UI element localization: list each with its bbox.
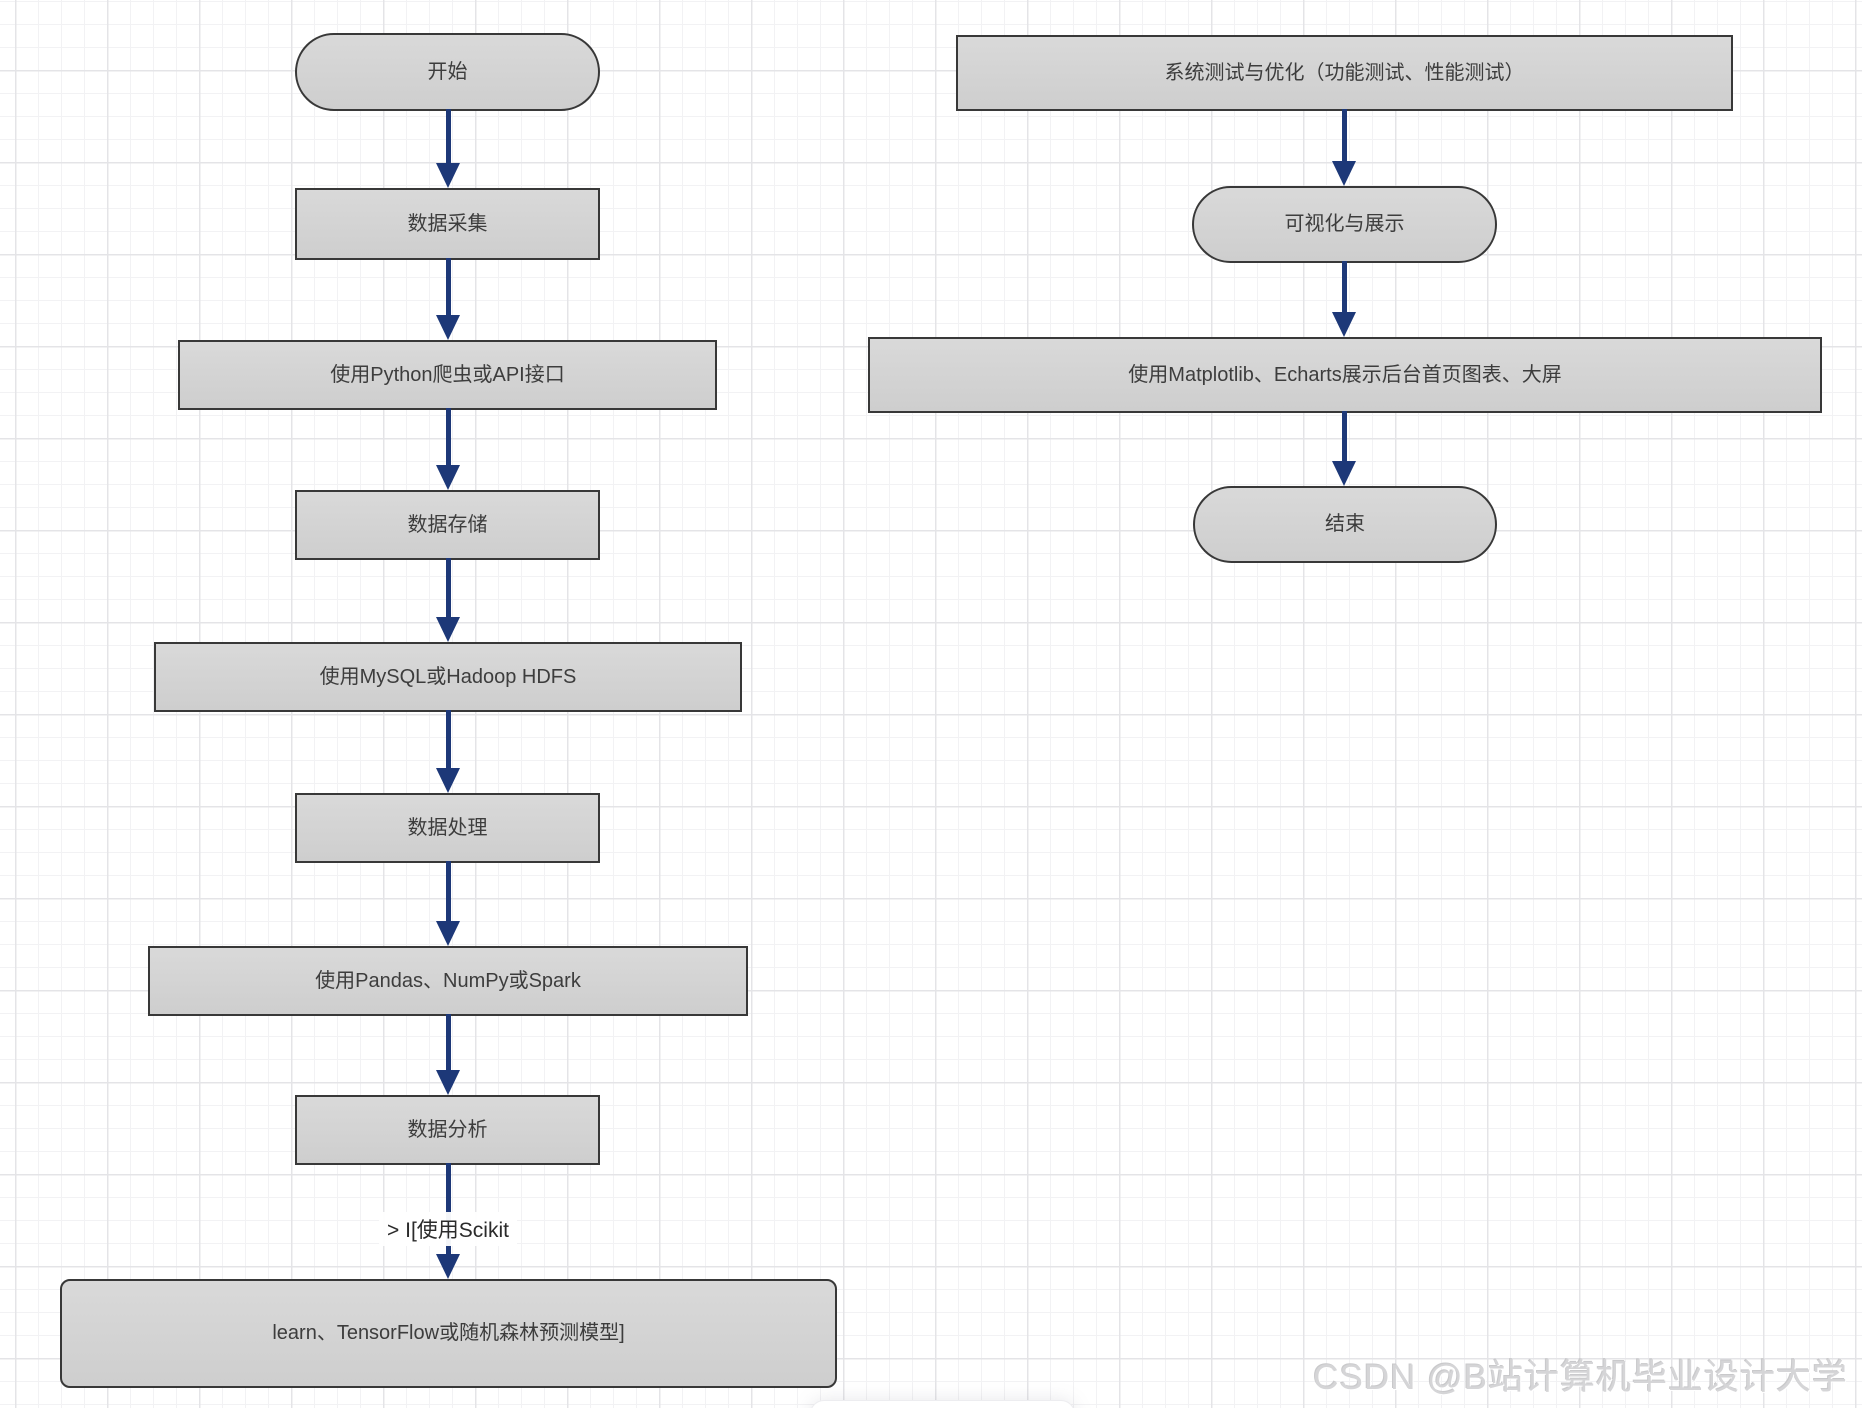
arrow-head-icon: [436, 163, 460, 188]
flow-node-end: 结束: [1193, 486, 1497, 563]
arrow-head-icon: [436, 1254, 460, 1279]
flow-node-data-analysis: 数据分析: [295, 1095, 600, 1165]
arrow-shaft: [445, 1163, 451, 1254]
flow-arrow: [435, 258, 461, 340]
flow-node-matplotlib-echarts: 使用Matplotlib、Echarts展示后台首页图表、大屏: [868, 337, 1822, 413]
flow-arrow: [1331, 109, 1357, 186]
arrow-shaft: [445, 408, 451, 465]
flow-arrow: [435, 558, 461, 642]
arrow-head-icon: [1332, 461, 1356, 486]
arrow-shaft: [1341, 411, 1347, 461]
arrow-head-icon: [436, 1070, 460, 1095]
flow-arrow: [435, 1014, 461, 1095]
flow-arrow: [1331, 411, 1357, 486]
flow-node-mysql-hadoop-hdfs: 使用MySQL或Hadoop HDFS: [154, 642, 742, 712]
flow-arrow: [1331, 261, 1357, 337]
arrow-head-icon: [436, 617, 460, 642]
arrow-head-icon: [436, 921, 460, 946]
arrow-shaft: [445, 1014, 451, 1070]
flow-node-start: 开始: [295, 33, 600, 111]
flow-node-system-test: 系统测试与优化（功能测试、性能测试）: [956, 35, 1733, 111]
arrow-shaft: [445, 109, 451, 163]
flow-node-python-crawler-api: 使用Python爬虫或API接口: [178, 340, 717, 410]
arrow-shaft: [1341, 261, 1347, 312]
flow-node-data-storage: 数据存储: [295, 490, 600, 560]
arrow-head-icon: [1332, 161, 1356, 186]
flow-node-data-collection: 数据采集: [295, 188, 600, 260]
edge-label-scikit: > I[使用Scikit: [379, 1212, 517, 1246]
flow-node-prediction-model: learn、TensorFlow或随机森林预测模型]: [60, 1279, 837, 1388]
arrow-head-icon: [1332, 312, 1356, 337]
watermark-text: CSDN @B站计算机毕业设计大学: [1313, 1358, 1848, 1397]
arrow-head-icon: [436, 768, 460, 793]
arrow-shaft: [445, 258, 451, 315]
flow-arrow: [435, 408, 461, 490]
arrow-shaft: [445, 558, 451, 617]
arrow-head-icon: [436, 315, 460, 340]
flow-arrow: [435, 1163, 461, 1279]
arrow-shaft: [445, 861, 451, 921]
arrow-shaft: [1341, 109, 1347, 161]
arrow-head-icon: [436, 465, 460, 490]
flow-arrow: [435, 710, 461, 793]
flow-arrow: [435, 109, 461, 188]
partial-popup: [810, 1400, 1075, 1408]
flow-node-visualization: 可视化与展示: [1192, 186, 1497, 263]
flow-node-data-processing: 数据处理: [295, 793, 600, 863]
flow-arrow: [435, 861, 461, 946]
flow-node-pandas-numpy-spark: 使用Pandas、NumPy或Spark: [148, 946, 748, 1016]
arrow-shaft: [445, 710, 451, 768]
